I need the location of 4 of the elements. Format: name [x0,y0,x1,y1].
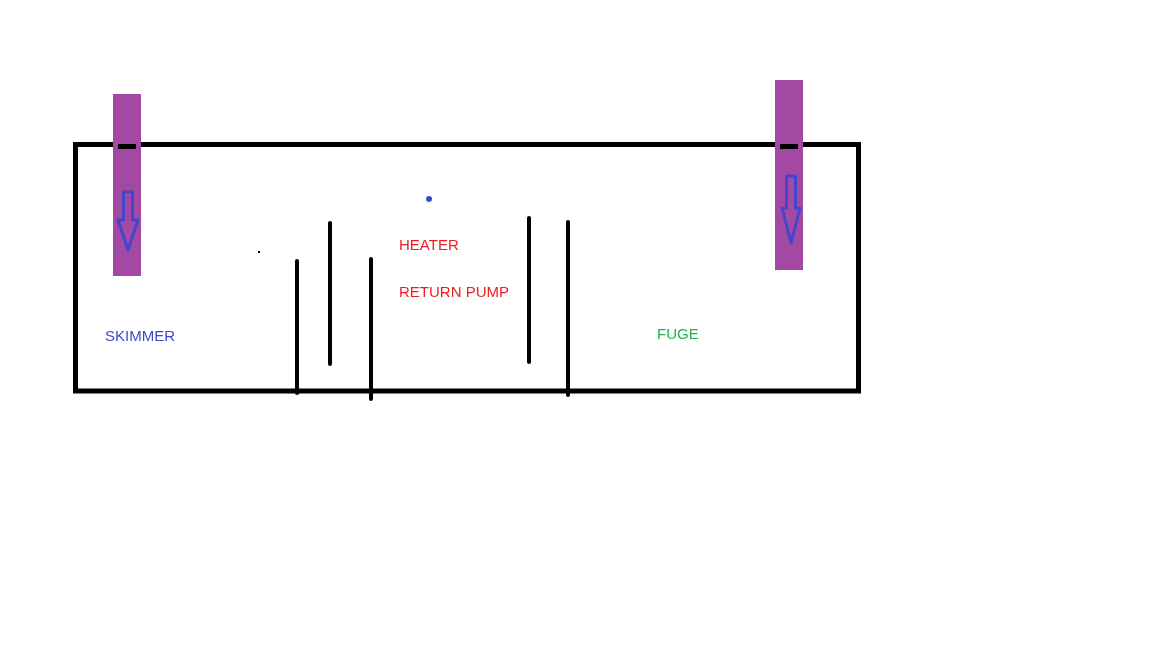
equipment-label: RETURN PUMP [399,283,509,301]
equipment-label: HEATER [399,236,459,254]
chamber-label: SKIMMER [105,327,175,345]
chamber-label: FUGE [657,325,699,343]
